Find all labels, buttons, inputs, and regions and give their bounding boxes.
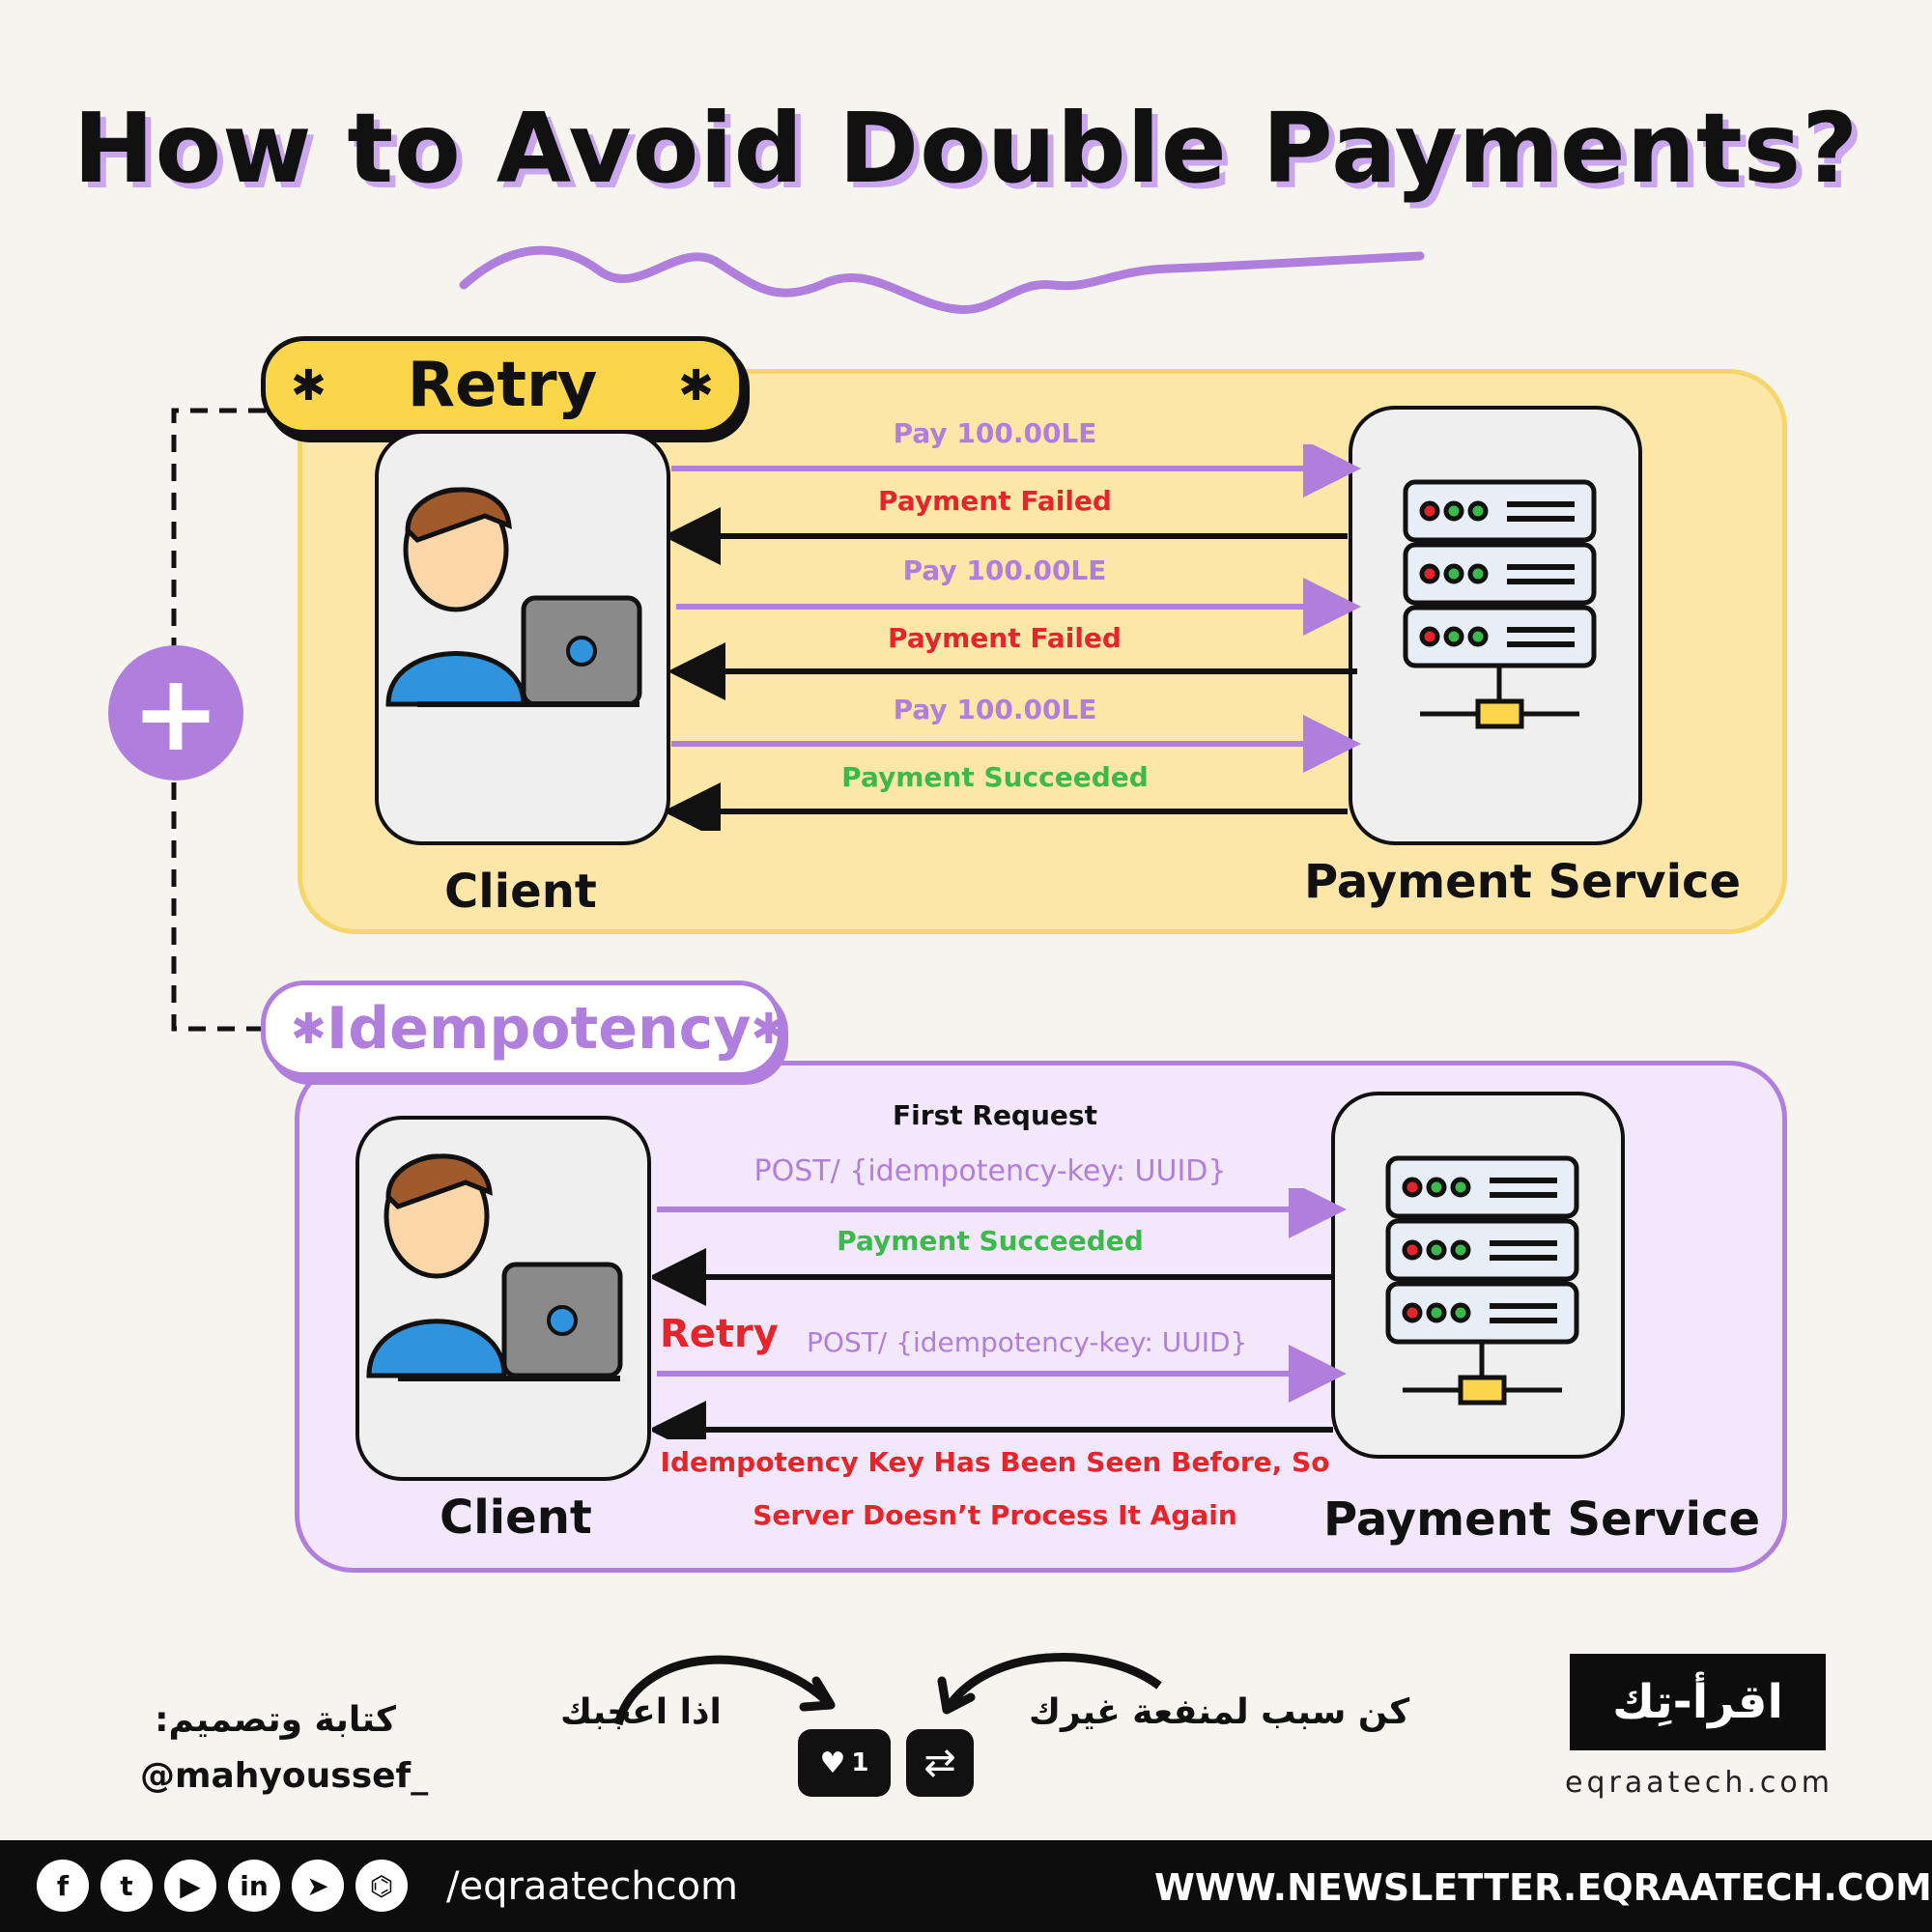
asterisk-icon: ✱ [751, 1004, 787, 1054]
client-avatar-icon [366, 1153, 623, 1381]
server-icon [1385, 1155, 1579, 1406]
service-label: Payment Service [1323, 1492, 1761, 1547]
service-card [1331, 1092, 1625, 1459]
client-label: Client [440, 1491, 592, 1545]
client-card [375, 430, 670, 845]
telegram-icon[interactable]: ➤ [292, 1860, 344, 1912]
message-label: Pay 100.00LE [893, 417, 1097, 449]
message-label: Payment Failed [888, 622, 1122, 654]
social-icons: f t ▶ in ➤ ⌬ [37, 1860, 408, 1912]
like-text: اذا اعجبك [560, 1692, 722, 1732]
first-request-label: First Request [893, 1099, 1097, 1131]
repost-button[interactable]: ⇄ [906, 1729, 974, 1797]
message-label: Payment Failed [878, 485, 1112, 517]
service-label: Payment Service [1304, 855, 1742, 909]
share-text: كن سبب لمنفعة غيرك [1029, 1692, 1410, 1732]
repost-icon: ⇄ [923, 1741, 956, 1785]
rejection-label-line2: Server Doesn’t Process It Again [753, 1499, 1237, 1531]
plus-icon: + [108, 645, 243, 781]
rejection-label-line1: Idempotency Key Has Been Seen Before, So [660, 1446, 1330, 1478]
post-request-label: POST/ {idempotency-key: UUID} [753, 1154, 1227, 1188]
like-count: 1 [851, 1748, 869, 1777]
credit-arabic: كتابة وتصميم: [155, 1700, 396, 1740]
twitter-icon[interactable]: t [100, 1860, 153, 1912]
client-label: Client [444, 865, 597, 919]
message-label: Payment Succeeded [841, 761, 1149, 793]
like-button[interactable]: ♥ 1 [798, 1729, 891, 1797]
server-icon [1403, 479, 1597, 729]
asterisk-icon: ✱ [678, 360, 714, 411]
retry-word: Retry [660, 1312, 779, 1356]
retry-arrows [667, 444, 1361, 831]
social-handle[interactable]: /eqraatechcom [446, 1864, 739, 1909]
newsletter-link[interactable]: WWW.NEWSLETTER.EQRAATECH.COM [1154, 1866, 1932, 1909]
linkedin-icon[interactable]: in [228, 1860, 280, 1912]
site-link[interactable]: eqraatech.com [1565, 1766, 1833, 1800]
facebook-icon[interactable]: f [37, 1860, 89, 1912]
youtube-icon[interactable]: ▶ [164, 1860, 216, 1912]
github-icon[interactable]: ⌬ [355, 1860, 408, 1912]
client-card [355, 1116, 651, 1481]
asterisk-icon: ✱ [291, 1004, 327, 1054]
client-avatar-icon [385, 487, 642, 707]
credit-handle[interactable]: @mahyoussef_ [140, 1756, 429, 1796]
message-label: Pay 100.00LE [902, 554, 1107, 586]
section-connector [171, 408, 266, 1032]
message-label: Pay 100.00LE [893, 694, 1097, 725]
idempotency-tag: ✱ Idempotency ✱ [261, 980, 786, 1077]
curved-arrow-left [937, 1653, 1162, 1715]
service-card [1349, 406, 1642, 845]
success-label: Payment Succeeded [837, 1225, 1144, 1257]
page-title: How to Avoid Double Payments? [72, 92, 1860, 205]
squiggle-underline [459, 245, 1425, 314]
heart-icon: ♥ [819, 1746, 846, 1780]
retry-tag: ✱ Retry ✱ [261, 336, 744, 435]
asterisk-icon: ✱ [291, 360, 327, 411]
brand-logo: اقرأ-تِك [1570, 1654, 1826, 1750]
curved-arrows [613, 1655, 836, 1726]
retry-post-label: POST/ {idempotency-key: UUID} [807, 1326, 1248, 1358]
idempotency-arrows [652, 1188, 1347, 1439]
